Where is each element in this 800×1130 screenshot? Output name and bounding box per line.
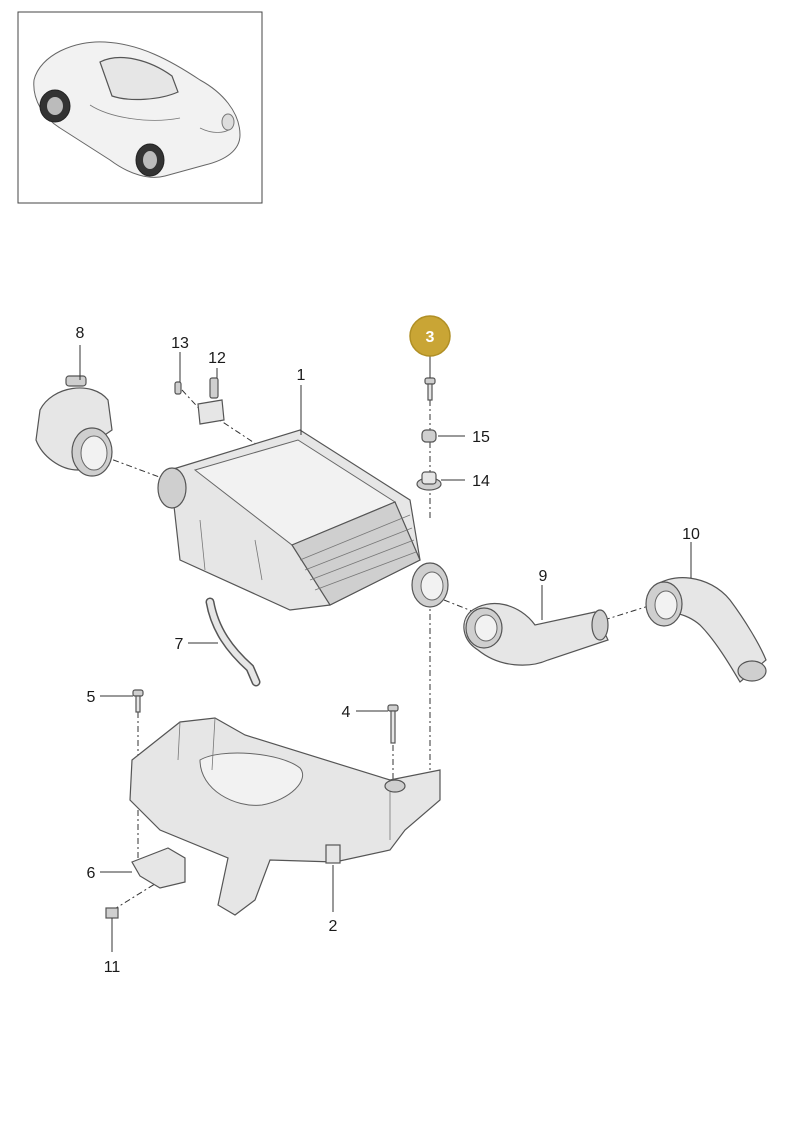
part-3-screw[interactable] [424,377,436,401]
part-6-bracket[interactable] [131,847,186,889]
part-7-hose[interactable] [205,597,261,687]
callout-13[interactable]: 13 [171,335,189,352]
callout-14[interactable]: 14 [472,473,490,490]
part-15-spacer[interactable] [421,429,437,443]
callout-4[interactable]: 4 [342,704,351,721]
part-8-duct-elbow[interactable] [35,375,113,477]
part-9-duct[interactable] [463,603,609,666]
callout-3: 3 [426,329,435,346]
callout-11[interactable]: 11 [104,959,121,976]
callout-7[interactable]: 7 [175,636,184,653]
callout-10[interactable]: 10 [682,526,700,543]
callout-5[interactable]: 5 [87,689,96,706]
callout-labels: 1 2 3 4 5 6 7 8 9 10 11 12 13 14 15 [76,315,700,976]
part-5-bolt[interactable] [132,689,144,713]
callout-12[interactable]: 12 [208,350,226,367]
callout-6[interactable]: 6 [87,865,96,882]
callout-3-highlight[interactable]: 3 [409,315,451,357]
part-14-grommet[interactable] [416,471,442,491]
part-1-intercooler[interactable] [157,429,449,611]
part-10-duct-bend[interactable] [645,577,767,683]
part-4-bolt[interactable] [387,704,399,744]
leader-lines [79,345,692,952]
callout-1[interactable]: 1 [297,367,306,384]
callout-9[interactable]: 9 [539,568,548,585]
callout-15[interactable]: 15 [472,429,490,446]
car-thumbnail[interactable] [17,11,263,204]
callout-8[interactable]: 8 [76,325,85,342]
part-13-screw[interactable] [174,381,182,395]
part-12-sensor[interactable] [197,377,225,425]
car-icon [33,41,241,178]
callout-2[interactable]: 2 [329,918,338,935]
part-2-carrier[interactable] [129,717,441,916]
part-11-nut[interactable] [105,907,119,919]
